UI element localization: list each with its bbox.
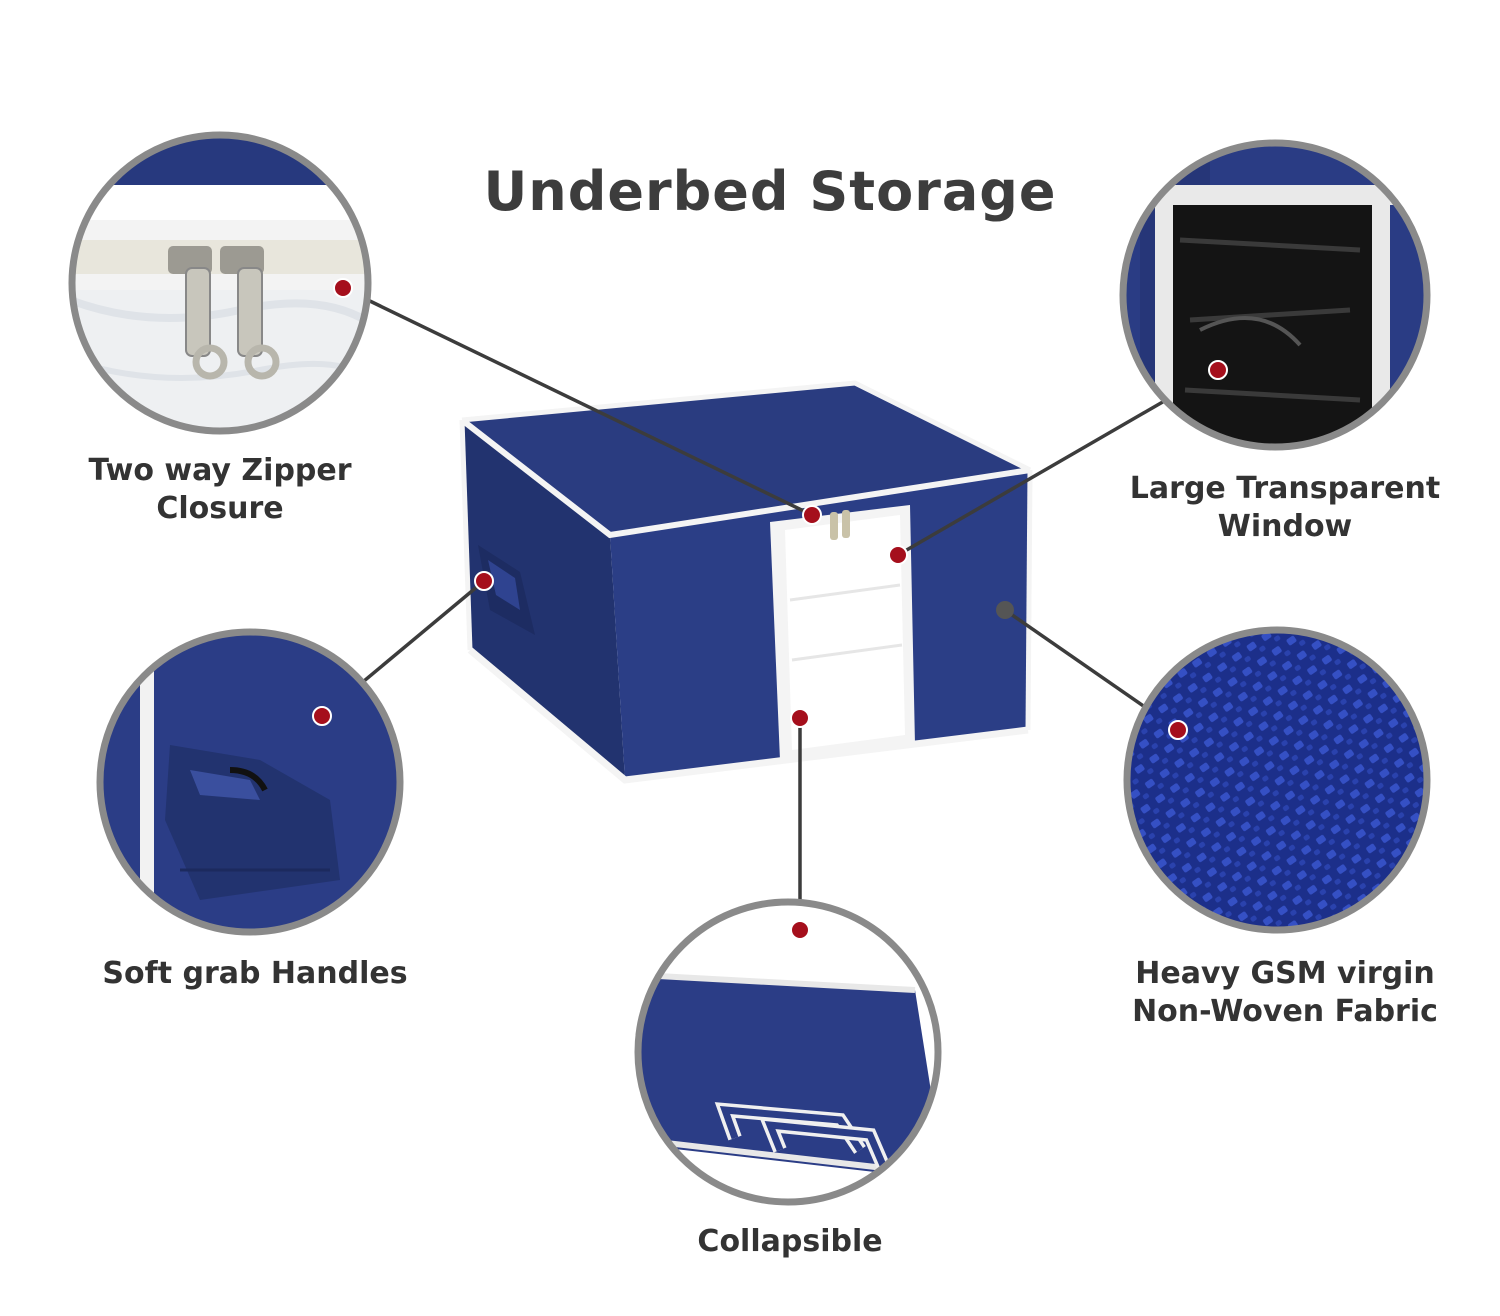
marker-dot-collapsible-circle — [790, 920, 810, 940]
grab-handles-line1: Soft grab Handles — [102, 956, 408, 991]
grab-handles-label: Soft grab Handles — [80, 955, 430, 993]
marker-dot-zipper-circle — [333, 278, 353, 298]
fabric-label: Heavy GSM virgin Non-Woven Fabric — [1110, 955, 1460, 1031]
zipper-closure-line1: Two way Zipper — [88, 453, 352, 488]
fabric-line1: Heavy GSM virgin — [1135, 956, 1435, 991]
fabric-line2: Non-Woven Fabric — [1132, 994, 1438, 1029]
marker-dot-fabric-bag — [996, 601, 1014, 619]
page-title: Underbed Storage — [483, 160, 1057, 223]
window-detail-circle — [1119, 139, 1431, 451]
fabric-detail-circle — [1123, 626, 1431, 934]
storage-bag-image — [459, 380, 1033, 784]
collapsible-line1: Collapsible — [697, 1224, 883, 1259]
transparent-window-line1: Large Transparent — [1129, 471, 1441, 506]
marker-dot-fabric-circle — [1168, 720, 1188, 740]
zipper-closure-line2: Closure — [156, 491, 284, 526]
marker-dot-handle-bag — [474, 571, 494, 591]
zipper-closure-label: Two way Zipper Closure — [60, 452, 380, 528]
marker-dot-window-circle — [1208, 360, 1228, 380]
handle-detail-circle — [96, 628, 404, 936]
marker-dots — [312, 278, 1228, 940]
zipper-pull-icon — [168, 246, 280, 380]
marker-dot-handle-circle — [312, 706, 332, 726]
marker-dot-collapsible-bag — [790, 708, 810, 728]
marker-dot-zipper-bag — [802, 505, 822, 525]
collapsible-detail-circle — [634, 898, 942, 1206]
marker-dot-window-bag — [888, 545, 908, 565]
collapsible-label: Collapsible — [640, 1223, 940, 1261]
transparent-window-label: Large Transparent Window — [1115, 470, 1455, 546]
transparent-window-line2: Window — [1217, 509, 1353, 544]
